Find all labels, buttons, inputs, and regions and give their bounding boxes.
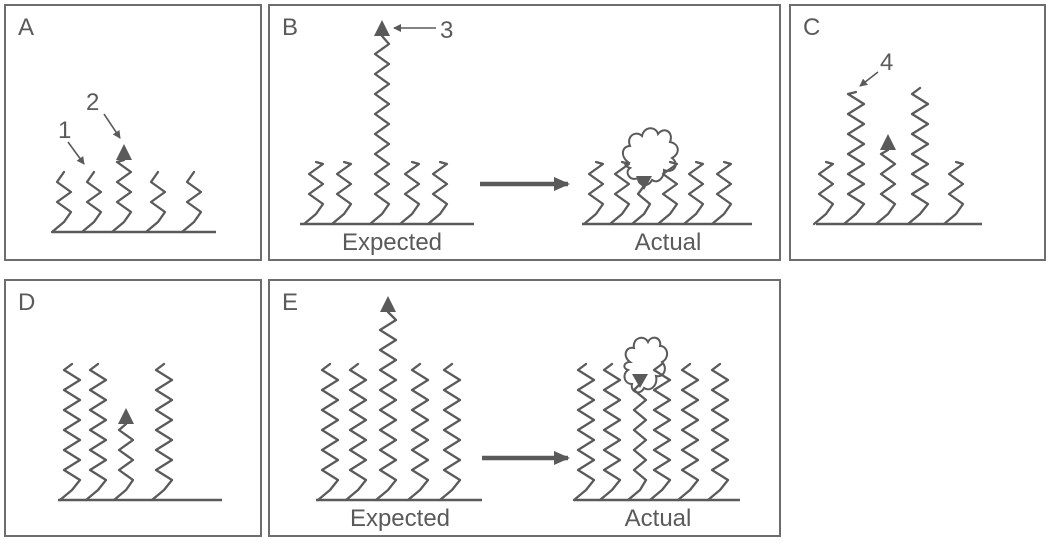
panel-e-target-blob [623,336,668,394]
panel-c: C [789,4,1046,261]
panel-b-actual-caption: Actual [635,229,702,256]
polymer-chain-6 [330,160,353,226]
polymer-chain-27 [706,362,730,502]
polymer-chain-10 [608,160,631,226]
ligand-triangle-18 [118,408,134,424]
panel-d-ligand-chain [112,422,135,502]
panel-d-letter: D [18,289,36,316]
ligand-triangle-4 [116,144,132,160]
polymer-chain-1 [50,170,73,234]
panel-b: B [268,4,781,261]
panel-b-long-ligand-chain [368,34,391,226]
polymer-chain-5 [302,160,325,226]
polymer-chain-23 [572,362,596,502]
polymer-chain-8 [426,160,449,226]
polymer-chain-2 [80,170,103,234]
panel-d: D [4,279,262,537]
panel-a: A [4,4,262,261]
panel-b-buried-chain [630,184,652,226]
polymer-chain-13 [710,160,733,226]
panel-a-letter: A [18,14,35,41]
polymer-chain-26 [676,362,700,502]
panel-c-long-chain [842,90,866,226]
polymer-chain-24 [598,362,622,502]
polymer-chain-17 [84,362,108,502]
callout-2: 2 [86,89,99,116]
polymer-chain-19 [316,362,340,502]
polymer-chain-20 [344,362,368,502]
polymer-chain-12 [682,160,705,226]
polymer-chain-21 [406,362,430,502]
ligand-triangle-22 [380,296,396,312]
panel-b-letter: B [282,14,299,41]
polymer-chain-16 [58,362,82,502]
panel-e-actual-caption: Actual [625,505,692,532]
polymer-chain-3 [144,170,167,234]
panel-e-buried-chain [626,382,648,502]
panel-c-letter: C [803,14,821,41]
ligand-triangle-8 [374,20,390,36]
polymer-chain-4 [180,170,203,234]
ligand-triangle-27 [632,374,648,388]
panel-b-target-blob [622,127,679,186]
callout-2-pointer [103,113,121,139]
callout-1-pointer [67,141,85,165]
polymer-chain-15 [942,160,965,226]
panel-c-long-chain-2 [906,86,930,226]
callout-4: 4 [880,49,893,76]
callout-4-pointer [859,71,879,87]
panel-a-ligand-chain [110,158,133,234]
panel-c-ligand-chain [874,148,897,226]
panel-e-long-ligand-chain [374,310,398,502]
polymer-chain-7 [398,160,421,226]
ligand-triangle-15 [880,134,896,150]
polymer-chain-18 [150,362,174,502]
panel-e-letter: E [282,289,299,316]
panel-e-expected-caption: Expected [350,505,450,532]
polymer-chain-14 [812,160,835,226]
polymer-chain-9 [582,160,605,226]
callout-3: 3 [440,17,453,44]
polymer-chain-25 [648,362,672,502]
ligand-triangle-13 [636,176,652,190]
polymer-chain-22 [438,362,462,502]
callout-1: 1 [58,117,71,144]
panel-b-expected-caption: Expected [342,229,442,256]
